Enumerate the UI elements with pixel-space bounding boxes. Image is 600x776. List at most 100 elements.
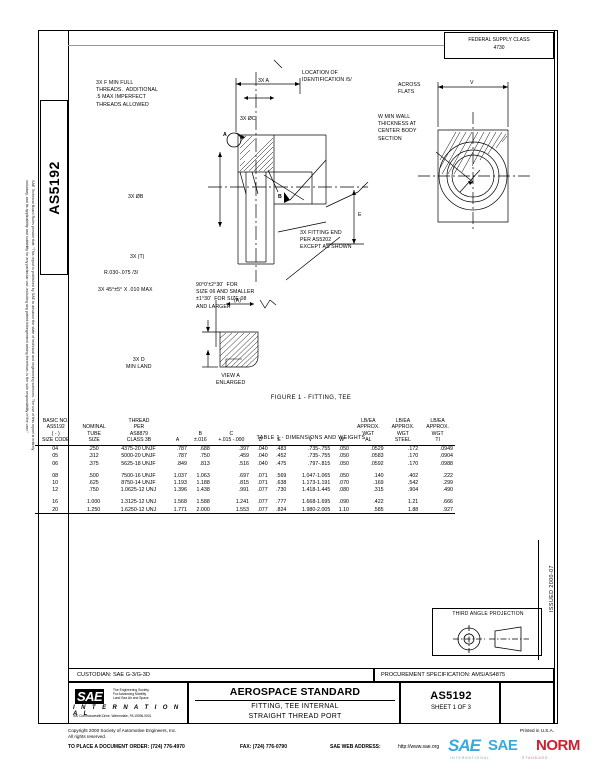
web-url[interactable]: http://www.sae.org (398, 744, 440, 750)
watermark-standard: STANDARD (522, 756, 549, 760)
th-d: D (251, 418, 270, 446)
watermark-international: INTERNATIONAL (450, 756, 490, 760)
cell-wt-ti: .299 (442, 479, 453, 486)
cell-c: .516 (238, 460, 249, 467)
cell-wt-al: .0529 (370, 446, 384, 453)
cell-d: .040 (257, 446, 268, 453)
cell-c: .459 (238, 453, 249, 460)
cell-a: .787 (176, 446, 187, 453)
cell-v: .735-.755 (307, 453, 331, 460)
cell-d: .077 (251, 505, 270, 515)
cell-b: 1.438 (196, 487, 210, 494)
view-a-callout: A (223, 132, 227, 138)
copyright-line-2: All rights reserved. (68, 734, 107, 739)
sae-norm-watermark: SAE SAE NORM INTERNATIONAL STANDARD (448, 736, 594, 768)
cell-wt-steel: .172 (407, 446, 419, 453)
drawing-geometry (202, 59, 530, 368)
disclaimer-line-2: voluntary, and its applicability and sui… (24, 180, 29, 433)
note-full-threads: 3X F MIN FULL THREADS. ADDITIONAL .5 MAX… (96, 80, 158, 108)
figure-caption: FIGURE 1 - FITTING, TEE (270, 395, 352, 401)
procurement-spec-box: PROCUREMENT SPECIFICATION: AMS/AS4875 (374, 668, 554, 682)
th-thread: THREAD PER AS8879 CLASS 3B (111, 418, 167, 446)
title-divider (195, 700, 395, 701)
cell-thread: 1.0625-12 UNJ (120, 487, 157, 494)
cell-e: .452 (276, 453, 287, 460)
cell-nominal-tube: .750 (88, 487, 99, 494)
view-b-callout: B (278, 194, 282, 200)
third-angle-projection-label: THIRD ANGLE PROJECTION (452, 611, 524, 617)
cell-b: .750 (199, 453, 210, 460)
cell-b: .688 (199, 446, 210, 453)
cell-v: 1.047-1.065 (302, 472, 331, 479)
fsc-label: FEDERAL SUPPLY CLASS (468, 37, 530, 43)
watermark-norm-text: NORM (536, 737, 580, 754)
sae-address: 400 Commonwealth Drive, Warrendale, PA 1… (73, 714, 152, 718)
copyright-line-1: Copyright 2000 Society of Automotive Eng… (68, 728, 177, 733)
dim-e: E (358, 212, 362, 218)
note-chamfer: 3X 45°±5° X .010 MAX (98, 287, 153, 293)
third-angle-projection-box: THIRD ANGLE PROJECTION (432, 608, 542, 656)
sae-wordmark: SAE (75, 689, 105, 704)
dim-3x-dia-b: 3X ØB (128, 194, 144, 200)
cell-c: .815 (238, 479, 249, 486)
procurement-spec-text: PROCUREMENT SPECIFICATION: AMS/AS4875 (381, 672, 506, 678)
note-view-a: VIEW A ENLARGED (216, 373, 246, 387)
note-min-land: 3X D MIN LAND (126, 357, 152, 371)
cell-d: .077 (257, 487, 268, 494)
cell-wt-ti: .927 (420, 505, 455, 515)
cell-b: 2.000 (188, 505, 212, 515)
frame-right-rule (554, 30, 555, 724)
cell-thread: 8750-14 UNJF (121, 479, 156, 486)
custodian-box: CUSTODIAN: SAE G-3/G-3D (68, 668, 374, 682)
cell-v: .735-.755 (307, 446, 331, 453)
title-box: AEROSPACE STANDARD FITTING, TEE INTERNAL… (188, 682, 400, 724)
title-line-2: STRAIGHT THREAD PORT (248, 713, 342, 720)
cell-a: 1.568 (173, 499, 187, 506)
sae-international: I N T E R N A T I O N A L (73, 705, 181, 717)
cell-wt-ti: .0988 (439, 460, 453, 467)
dim-v: V (470, 80, 474, 86)
dim-3x-a: 3X A (258, 78, 269, 84)
cell-d: .071 (257, 472, 268, 479)
cell-b: 1.063 (196, 472, 210, 479)
cell-wt-al: .140 (373, 472, 384, 479)
cell-size-code: 20 (35, 505, 77, 515)
cell-v: .797-.815 (307, 460, 331, 467)
cell-nominal-tube: .500 (88, 472, 99, 479)
cell-wt-steel: .170 (407, 453, 419, 460)
cell-d: .040 (257, 460, 268, 467)
cell-d: .077 (257, 499, 268, 506)
th-wt-al: LB/EA APPROX. WGT AL (351, 418, 386, 446)
aerospace-standard-label: AEROSPACE STANDARD (229, 686, 361, 698)
cell-a: 1.193 (173, 479, 187, 486)
cell-size-code: 05 (52, 453, 59, 460)
cell-a: .849 (176, 460, 187, 467)
cell-nominal-tube: 1.000 (86, 499, 101, 506)
engineering-drawing: 3X F MIN FULL THREADS. ADDITIONAL .5 MAX… (68, 32, 554, 662)
cell-c: 1.553 (211, 505, 251, 515)
cell-e: .730 (276, 487, 287, 494)
cell-wt-al: .585 (351, 505, 386, 515)
sae-logo-box: SAE The Engineering Society For Advancin… (68, 682, 188, 724)
cell-v: 1.418-1.445 (302, 487, 331, 494)
third-angle-projection-symbol (453, 625, 529, 653)
cell-e: .483 (276, 446, 287, 453)
cell-thread: 5625-18 UNJF (121, 460, 156, 467)
dim-3x-dia-c: 3X ØC (240, 116, 256, 122)
th-e: E (269, 418, 289, 446)
order-phone: (724) 776-4970 (150, 744, 185, 750)
cell-e: .475 (276, 460, 287, 467)
cell-e: .777 (276, 499, 287, 506)
cell-size-code: 12 (52, 487, 59, 494)
cell-v: 1.668-1.695 (302, 499, 331, 506)
order-label: TO PLACE A DOCUMENT ORDER: (68, 744, 150, 750)
cell-size-code: 10 (52, 479, 59, 486)
fax-number: (724) 776-0790 (252, 744, 287, 750)
document-number-box: AS5192 SHEET 1 OF 3 (400, 682, 500, 724)
cell-wt-steel: 1.88 (385, 505, 421, 515)
note-across-flats: ACROSS FLATS (398, 82, 421, 96)
